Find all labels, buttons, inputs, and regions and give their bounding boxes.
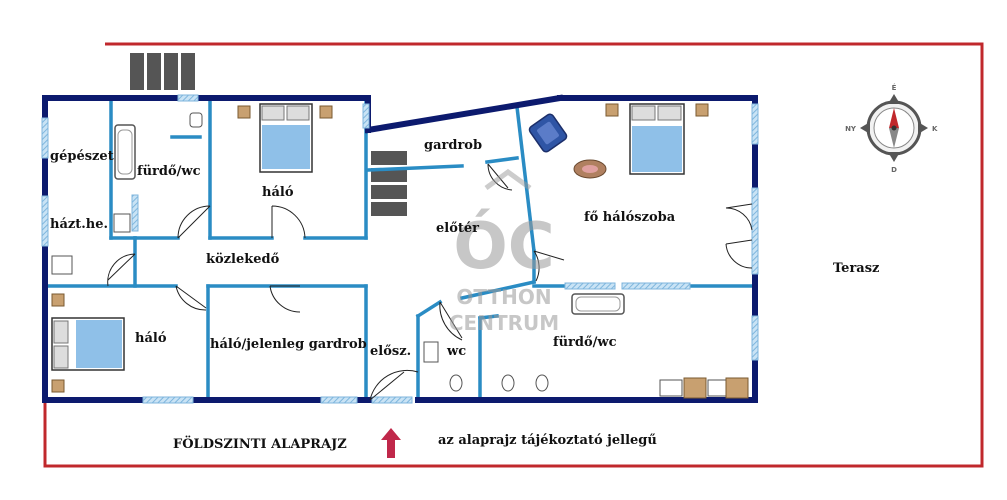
compass-west: NY	[845, 125, 857, 133]
bed-left	[51, 293, 125, 393]
room-labels: gépészet fürdő/wc háló gardrob fő hálósz…	[50, 138, 879, 359]
watermark-logo: ÓC OTTHON CENTRUM	[449, 168, 559, 335]
bathtub-master-icon	[571, 293, 625, 315]
bathtub-icon	[114, 124, 136, 180]
bed-master	[605, 103, 709, 175]
rug-icon	[573, 159, 607, 179]
entrance-arrow-icon	[381, 428, 401, 458]
windows	[41, 94, 759, 404]
label-wc: wc	[446, 344, 466, 359]
label-eloter: előtér	[436, 221, 479, 236]
label-elosz: elősz.	[370, 344, 411, 359]
label-furdo-left: fürdő/wc	[137, 164, 201, 179]
label-kozlekedo: közlekedő	[206, 252, 280, 267]
watermark-line2: CENTRUM	[449, 311, 559, 335]
chimney-blocks	[130, 53, 195, 90]
label-terasz: Terasz	[833, 261, 879, 276]
bed-top	[237, 103, 333, 173]
label-furdo-right: fürdő/wc	[553, 335, 617, 350]
watermark-line1: OTTHON	[456, 285, 551, 309]
plan-title: FÖLDSZINTI ALAPRAJZ	[173, 435, 347, 452]
compass-south: D	[891, 166, 897, 174]
label-halo-top: háló	[262, 185, 294, 200]
label-gardrob: gardrob	[424, 138, 482, 153]
toilet-icon	[189, 112, 549, 392]
label-halo-jelenleg: háló/jelenleg gardrob	[210, 337, 367, 352]
doors	[107, 163, 753, 401]
disclaimer: az alaprajz tájékoztató jellegű	[438, 433, 657, 448]
sink-icon	[51, 213, 731, 397]
inner-walls	[46, 99, 754, 400]
compass-east: K	[932, 125, 938, 133]
plot-border	[43, 42, 984, 468]
label-haztartasi: házt.he.	[50, 217, 108, 232]
stairs	[371, 151, 407, 216]
compass-icon: É D K NY	[845, 83, 938, 174]
watermark-mark: ÓC	[453, 208, 554, 284]
label-gepeszet: gépészet	[50, 149, 114, 164]
vanity-cabinets	[683, 377, 749, 399]
label-halo-left: háló	[135, 331, 167, 346]
armchair-icon	[528, 113, 568, 153]
compass-north: É	[892, 83, 897, 92]
label-fo-haloszoba: fő hálószoba	[584, 210, 676, 225]
